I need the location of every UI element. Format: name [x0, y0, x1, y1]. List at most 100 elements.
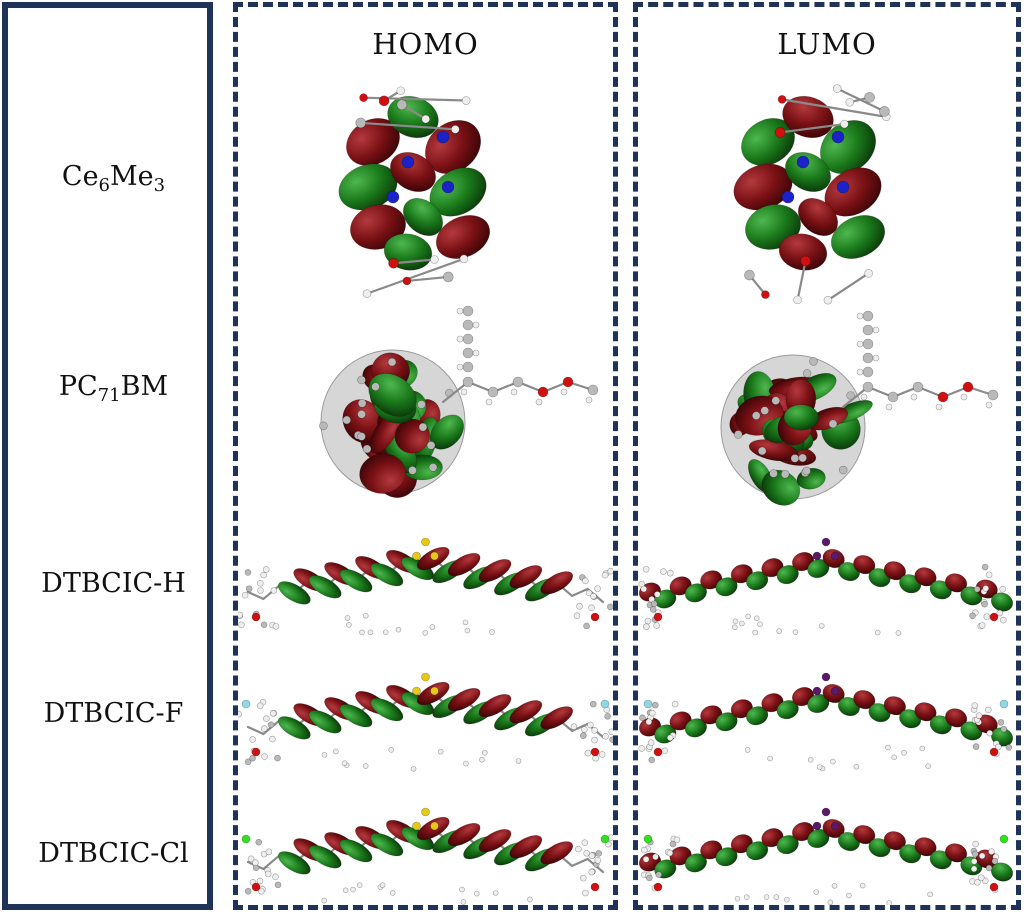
bond: [441, 380, 470, 404]
atom: [744, 269, 755, 281]
atom: [971, 702, 979, 709]
atom: [576, 602, 583, 610]
atom: [989, 882, 999, 892]
atom: [828, 419, 838, 429]
atom: [463, 760, 469, 767]
atom: [859, 882, 866, 889]
atom: [601, 571, 609, 579]
orbital-lobe: [914, 567, 937, 587]
atom: [421, 537, 430, 547]
atom: [430, 686, 439, 696]
orbital-lobe: [945, 573, 968, 593]
atom: [251, 612, 261, 622]
bond: [262, 854, 280, 871]
atom: [462, 376, 474, 388]
atom: [891, 754, 898, 761]
orbital-lobe: [785, 152, 831, 192]
atom: [653, 591, 661, 598]
orbital-lobe: [783, 404, 820, 431]
atom: [581, 839, 589, 846]
atom: [840, 119, 849, 129]
atom: [588, 868, 596, 876]
bond: [571, 722, 589, 733]
atom: [344, 615, 351, 621]
atom: [784, 896, 790, 903]
atom: [609, 736, 613, 743]
atom: [846, 892, 852, 899]
atom: [481, 749, 488, 756]
atom: [464, 627, 471, 634]
atom: [590, 882, 600, 892]
atom: [666, 849, 674, 857]
atom: [512, 376, 524, 388]
atom: [607, 567, 613, 575]
atom: [640, 585, 648, 593]
atom: [987, 389, 999, 401]
label-ce6me3: Ce6Me3: [61, 161, 166, 196]
atom: [582, 889, 589, 897]
atom: [643, 834, 653, 844]
atom: [985, 706, 992, 714]
atom: [570, 723, 578, 731]
atom: [261, 753, 268, 760]
atom: [743, 894, 750, 900]
atom: [359, 93, 368, 102]
atom: [812, 551, 822, 561]
atom: [823, 295, 833, 305]
atom: [582, 577, 589, 585]
atom: [421, 114, 431, 124]
orbital-lobe: [715, 847, 738, 867]
atom: [862, 338, 874, 350]
atom: [643, 699, 653, 709]
orbital-lobe: [402, 197, 444, 237]
atom: [862, 352, 874, 364]
atom: [412, 551, 421, 561]
atom: [975, 712, 983, 719]
orbital-lobe: [746, 706, 769, 726]
atom: [241, 834, 251, 844]
atom: [802, 369, 812, 378]
atom: [653, 882, 663, 892]
atom: [935, 403, 943, 411]
atom: [396, 86, 405, 96]
atom: [860, 393, 868, 401]
atom: [357, 375, 366, 385]
atom: [910, 393, 918, 401]
atom: [573, 612, 581, 620]
atom: [790, 454, 800, 463]
atom: [985, 864, 993, 872]
atom: [429, 624, 436, 630]
atom: [588, 604, 595, 612]
atom: [537, 386, 549, 398]
atom: [830, 686, 840, 696]
bond: [405, 275, 450, 283]
orbital-lobe: [715, 577, 738, 597]
orbital-lobe: [540, 841, 574, 865]
atom: [648, 709, 656, 717]
atom: [831, 130, 845, 144]
atom: [812, 821, 822, 831]
atom: [996, 609, 1004, 617]
atom: [357, 432, 366, 441]
orbital-lobe: [853, 555, 876, 575]
atom: [260, 621, 268, 628]
atom: [999, 585, 1006, 593]
atom: [655, 871, 663, 878]
atom: [793, 295, 802, 305]
atom: [362, 612, 369, 619]
orbital-lobe: [509, 700, 543, 724]
atom: [960, 393, 968, 401]
bond: [571, 587, 589, 598]
atom: [244, 758, 252, 766]
atom: [781, 190, 795, 204]
atom: [919, 745, 926, 752]
atom: [813, 889, 820, 895]
atom: [757, 621, 763, 627]
atom: [927, 891, 933, 898]
atom: [430, 255, 439, 264]
atom: [639, 714, 646, 722]
atom: [600, 834, 610, 844]
atom: [780, 469, 790, 479]
atom: [792, 629, 799, 635]
atom: [731, 624, 738, 631]
